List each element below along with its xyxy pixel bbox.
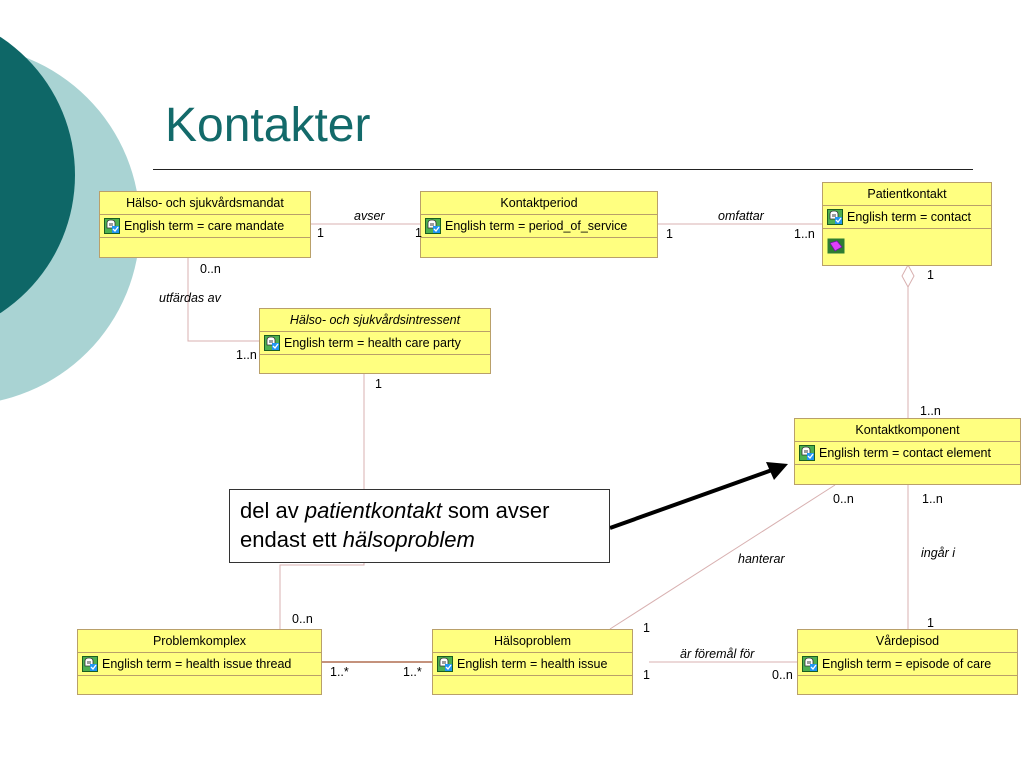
relation-label-omfattar: omfattar: [718, 209, 764, 223]
multiplicity: 1: [666, 227, 673, 241]
class-attribute: English term = care mandate: [100, 215, 310, 238]
callout-arrow-shaft: [609, 468, 773, 530]
attribute-text: English term = health care party: [284, 336, 461, 350]
class-attribute: English term = health issue: [433, 653, 632, 676]
multiplicity: 1: [643, 668, 650, 682]
class-name: Vårdepisod: [798, 630, 1017, 653]
callout-text: del av: [240, 498, 305, 523]
multiplicity: 1: [415, 226, 422, 240]
class-name: Kontaktperiod: [421, 192, 657, 215]
attribute-icon: [827, 209, 843, 225]
relation-label-hanterar: hanterar: [738, 552, 785, 566]
class-kontaktperiod[interactable]: Kontaktperiod English term = period_of_s…: [420, 191, 658, 258]
class-name: Patientkontakt: [823, 183, 991, 206]
multiplicity: 1..n: [236, 348, 257, 362]
attribute-icon: [799, 445, 815, 461]
class-attribute: English term = period_of_service: [421, 215, 657, 238]
callout-arrow-head: [766, 462, 788, 480]
multiplicity: 1..*: [403, 665, 422, 679]
class-name: Hälso- och sjukvårdsmandat: [100, 192, 310, 215]
multiplicity: 1: [643, 621, 650, 635]
class-name: Hälsoproblem: [433, 630, 632, 653]
class-attribute: English term = contact element: [795, 442, 1020, 465]
callout-text: som avser: [441, 498, 550, 523]
title-divider: [153, 169, 973, 170]
class-attribute: English term = episode of care: [798, 653, 1017, 676]
callout-line-1: del av patientkontakt som avser: [240, 496, 609, 525]
attribute-text: English term = contact: [847, 210, 972, 224]
attribute-icon: [425, 218, 441, 234]
class-halsoproblem[interactable]: Hälsoproblem English term = health issue: [432, 629, 633, 695]
multiplicity: 1..n: [794, 227, 815, 241]
class-name: Problemkomplex: [78, 630, 321, 653]
multiplicity: 1: [375, 377, 382, 391]
operation-icon: [827, 238, 845, 254]
relation-label-ingar-i: ingår i: [921, 546, 956, 560]
class-halso-och-sjukvardsintressent[interactable]: Hälso- och sjukvårdsintressent English t…: [259, 308, 491, 374]
relation-label-avser: avser: [354, 209, 385, 223]
callout-emphasis: hälsoproblem: [342, 527, 475, 552]
class-problemkomplex[interactable]: Problemkomplex English term = health iss…: [77, 629, 322, 695]
relation-label-utfardas-av: utfärdas av: [159, 291, 221, 305]
multiplicity: 1: [927, 616, 934, 630]
line-utfardas-av: [187, 258, 259, 342]
callout-emphasis: patientkontakt: [304, 498, 442, 523]
attribute-text: English term = care mandate: [124, 219, 285, 233]
attribute-text: English term = health issue: [457, 657, 608, 671]
aggregation-diamond: [901, 263, 915, 289]
attribute-text: English term = period_of_service: [445, 219, 628, 233]
multiplicity: 0..n: [772, 668, 793, 682]
attribute-text: English term = episode of care: [822, 657, 992, 671]
class-vardepisod[interactable]: Vårdepisod English term = episode of car…: [797, 629, 1018, 695]
class-attribute: English term = health care party: [260, 332, 490, 355]
attribute-icon: [802, 656, 818, 672]
multiplicity: 1..*: [330, 665, 349, 679]
class-name: Hälso- och sjukvårdsintressent: [260, 309, 490, 332]
slide-title: Kontakter: [165, 99, 371, 152]
callout-line-2: endast ett hälsoproblem: [240, 525, 609, 554]
dark-circle-decoration: [0, 36, 75, 314]
class-operations: [823, 229, 991, 267]
attribute-text: English term = health issue thread: [102, 657, 292, 671]
attribute-text: English term = contact element: [819, 446, 991, 460]
callout-note: del av patientkontakt som avser endast e…: [229, 489, 610, 563]
callout-text: endast ett: [240, 527, 343, 552]
line-intressent-problemkomplex: [279, 374, 365, 629]
class-patientkontakt[interactable]: Patientkontakt English term = contact: [822, 182, 992, 266]
class-attribute: English term = contact: [823, 206, 991, 229]
multiplicity: 0..n: [292, 612, 313, 626]
attribute-icon: [104, 218, 120, 234]
class-name: Kontaktkomponent: [795, 419, 1020, 442]
multiplicity: 1: [317, 226, 324, 240]
class-attribute: English term = health issue thread: [78, 653, 321, 676]
multiplicity: 1..n: [922, 492, 943, 506]
multiplicity: 0..n: [200, 262, 221, 276]
attribute-icon: [437, 656, 453, 672]
line-hanterar: [609, 484, 836, 630]
multiplicity: 1..n: [920, 404, 941, 418]
class-halso-och-sjukvardsmandat[interactable]: Hälso- och sjukvårdsmandat English term …: [99, 191, 311, 258]
attribute-icon: [264, 335, 280, 351]
multiplicity: 0..n: [833, 492, 854, 506]
class-kontaktkomponent[interactable]: Kontaktkomponent English term = contact …: [794, 418, 1021, 485]
multiplicity: 1: [927, 268, 934, 282]
attribute-icon: [82, 656, 98, 672]
relation-label-ar-foremal-for: är föremål för: [680, 647, 755, 661]
